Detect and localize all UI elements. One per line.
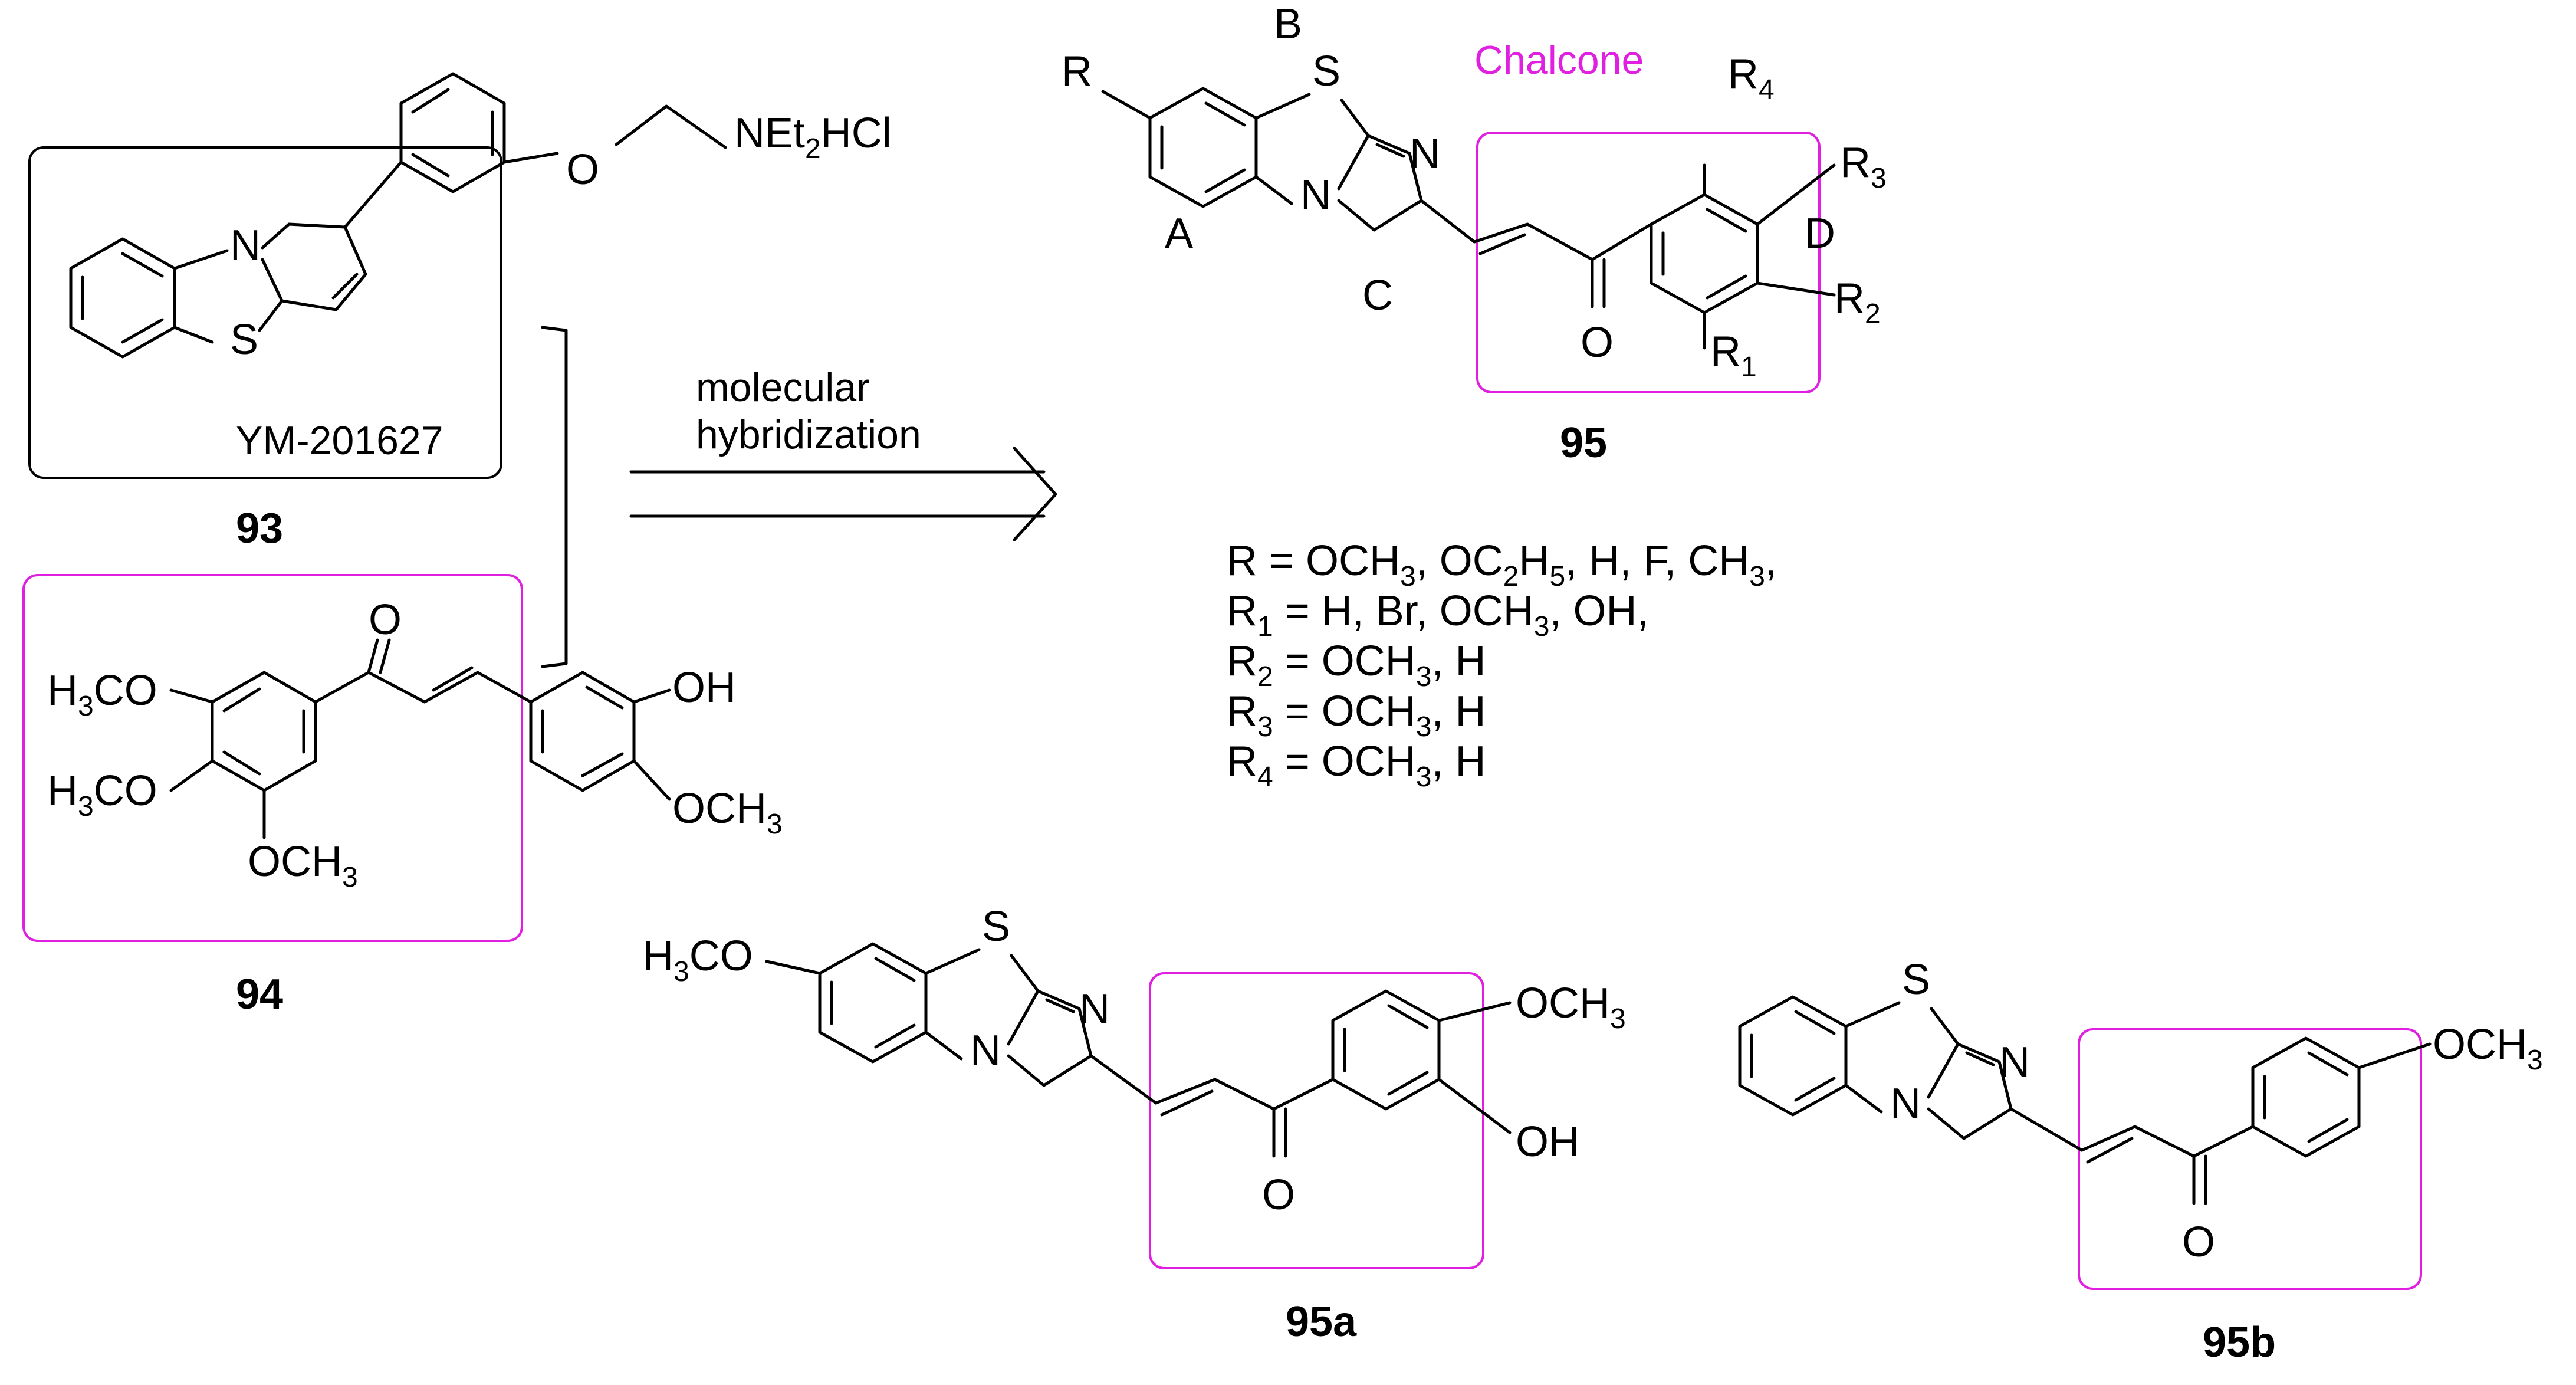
carbonyl-o-94: O (369, 596, 402, 644)
aryl-ring-95b (2251, 1036, 2432, 1158)
benzo-ring (69, 237, 176, 359)
enone-95 (1473, 222, 1653, 308)
arrow-label-2: hybridization (696, 412, 921, 457)
ring-a (1101, 87, 1258, 208)
substituent-r: R = OCH3, OC2H5, H, F, CH3, (1227, 537, 1777, 592)
compound-95b-number: 95b (2203, 1319, 2276, 1366)
h3co-top: H3CO (47, 667, 157, 722)
chalcone-frame-95 (1476, 132, 1821, 393)
chalcone-label: Chalcone (1474, 38, 1644, 83)
chalcone-frame-95b (2078, 1028, 2422, 1290)
oh-95a: OH (1516, 1118, 1579, 1166)
ring-a-label: A (1165, 210, 1193, 257)
carbonyl-o-95: O (1581, 319, 1614, 366)
methoxy-links-94 (169, 688, 266, 839)
ring-b-c (1254, 93, 1476, 244)
chalcone-frame-95a (1149, 972, 1484, 1269)
och3-right-94: OCH3 (672, 785, 783, 840)
atom-s-95a: S (982, 903, 1010, 950)
compound-95a-number: 95a (1286, 1298, 1357, 1345)
fused-rings (173, 160, 403, 344)
atom-n-bridge-95: N (1300, 172, 1331, 219)
trimethoxy-ring (211, 671, 317, 792)
hydroxy-methoxy-ring (529, 671, 671, 801)
phenyl-ring-93 (399, 72, 506, 193)
ring-c-label: C (1362, 272, 1393, 319)
compound-94: O H3CO H3CO OCH3 OH OCH3 94 (22, 574, 783, 1018)
r2-label: R2 (1834, 275, 1881, 330)
arrow-label-1: molecular (696, 365, 870, 410)
atom-n-95a: N (1079, 986, 1110, 1033)
atom-s-93: S (230, 316, 258, 363)
fused-rings-95a (924, 948, 1158, 1105)
ring-d-label: D (1805, 210, 1835, 257)
substituent-list: R = OCH3, OC2H5, H, F, CH3, R1 = H, Br, … (1227, 537, 1777, 793)
benzo-ring-95a (765, 942, 928, 1064)
enone-95a (1154, 1078, 1335, 1158)
compound-95: Chalcone R B S N N A C O R4 R3 D R2 R1 9… (1062, 1, 1887, 467)
atom-s-95b: S (1902, 956, 1930, 1003)
substituent-r3: R3 = OCH3, H (1227, 688, 1486, 743)
carbonyl-o-95a: O (1262, 1171, 1295, 1219)
r1-label: R1 (1710, 328, 1757, 383)
ring-d (1650, 163, 1836, 350)
substituent-r2: R2 = OCH3, H (1227, 638, 1486, 692)
substituent-r4: R4 = OCH3, H (1227, 738, 1486, 793)
benzo-ring-95b (1738, 995, 1848, 1117)
h3co-95a: H3CO (643, 933, 753, 987)
carbonyl-o-95b: O (2182, 1219, 2215, 1266)
ym201627-frame (28, 146, 502, 479)
och3-95a: OCH3 (1516, 980, 1626, 1035)
oh-94: OH (672, 664, 736, 711)
atom-o-93: O (566, 146, 599, 193)
enone-95b (2080, 1125, 2255, 1205)
substituent-r1: R1 = H, Br, OCH3, OH, (1227, 588, 1649, 642)
compound-93: N S O NEt2HCl YM-201627 93 (28, 72, 892, 552)
compound-94-number: 94 (236, 971, 283, 1018)
och3-bottom: OCH3 (248, 838, 358, 893)
atom-n-bridge-95b: N (1890, 1080, 1921, 1127)
compound-95a: H3CO S N N O OCH3 OH 95a (643, 903, 1626, 1345)
ym201627-name: YM-201627 (236, 418, 443, 463)
compound-93-number: 93 (236, 505, 283, 552)
atom-s-95: S (1312, 48, 1340, 95)
compound-95-number: 95 (1560, 419, 1607, 467)
side-chain-amine: NEt2HCl (734, 110, 892, 165)
ether-chain (502, 104, 727, 164)
hybrid-bracket (541, 326, 568, 668)
enone-94 (314, 638, 533, 704)
hybridization-arrow: molecular hybridization (629, 365, 1057, 541)
atom-n-bridge-95a: N (970, 1027, 1001, 1074)
double-arrow (629, 447, 1057, 541)
r4-label: R4 (1728, 51, 1775, 106)
atom-n-95b: N (1999, 1039, 2030, 1086)
r-substituent: R (1062, 48, 1092, 95)
fused-rings-95b (1844, 1001, 2084, 1152)
compound-95b: S N N O OCH3 95b (1738, 956, 2543, 1366)
och3-95b: OCH3 (2433, 1021, 2543, 1076)
atom-n-93: N (230, 222, 261, 269)
r3-label: R3 (1840, 139, 1887, 194)
chalcone-frame-94 (22, 574, 523, 942)
atom-n-95: N (1409, 130, 1440, 178)
aryl-ring-95a (1331, 989, 1512, 1134)
h3co-middle: H3CO (47, 767, 157, 822)
ring-b-label: B (1274, 1, 1302, 48)
